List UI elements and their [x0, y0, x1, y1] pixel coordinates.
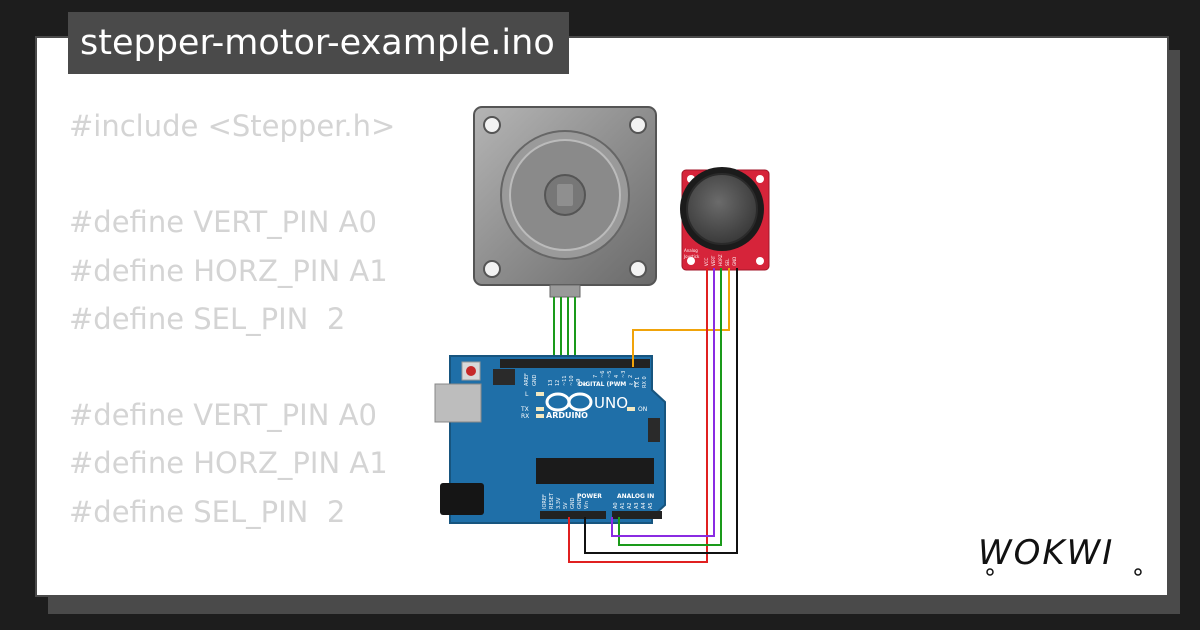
wokwi-logo: WOKWI	[978, 533, 1142, 576]
led-l-label: L	[525, 391, 529, 398]
pin-label: ~11	[562, 375, 568, 386]
code-line: #include <Stepper.h>	[69, 109, 396, 143]
sketch-title: stepper-motor-example.ino	[68, 12, 569, 74]
analog-header-label: ANALOG IN	[617, 493, 654, 500]
pin-label: VERT	[711, 255, 716, 266]
led-rx-label: RX	[521, 413, 529, 420]
pin-label: A5	[648, 502, 654, 509]
board-brand: ARDUINO	[546, 411, 588, 420]
pin-label: SEL	[725, 258, 730, 266]
pin-label: Vin	[584, 501, 590, 509]
pin-label: ~10	[569, 375, 575, 386]
code-line: #define VERT_PIN A0	[69, 205, 377, 240]
code-line: #define VERT_PIN A0	[69, 398, 377, 433]
vert-wire	[611, 268, 715, 537]
pin-label: 5V	[563, 502, 569, 509]
pin-label: A1	[620, 502, 626, 509]
pin-label: VCC	[704, 257, 709, 266]
code-editor: #include <Stepper.h> #define VERT_PIN A0…	[69, 102, 396, 595]
arduino-uno-board[interactable]: L TX RX ON UNO ARDUINO DIGITAL (PWM ~) P…	[434, 355, 666, 524]
pin-label: RESET	[549, 492, 555, 509]
pin-label: 4	[614, 375, 620, 378]
pin-label: 13	[548, 380, 554, 386]
board-model: UNO	[594, 394, 628, 412]
pin-label: 8	[583, 383, 589, 386]
joystick-label: Analog	[684, 248, 698, 253]
pin-label: ~6	[600, 371, 606, 378]
pin-label: RX 0	[642, 376, 648, 388]
led-tx-label: TX	[520, 406, 529, 413]
pin-label: IOREF	[542, 494, 548, 509]
pin-label: ~3	[621, 371, 627, 378]
pin-label: A3	[634, 502, 640, 509]
pin-label: ~5	[607, 371, 613, 378]
pin-label: A2	[627, 502, 633, 509]
power-led-label: ON	[638, 406, 647, 413]
pin-label: GND	[732, 257, 737, 266]
pin-label: HORZ	[718, 254, 723, 266]
wokwi-logo-text: WOKWI	[978, 533, 1114, 573]
aref-label: AREF	[524, 373, 530, 386]
digital-header-label: DIGITAL (PWM ~)	[578, 381, 636, 388]
gnd-wire	[584, 268, 738, 554]
pin-label: GND	[570, 497, 576, 509]
code-line: #define HORZ_PIN A1	[69, 446, 388, 481]
pin-label: A4	[641, 502, 647, 509]
horz-wire	[618, 268, 722, 546]
pin-label: GND	[577, 497, 583, 509]
vcc-wire	[568, 268, 708, 563]
code-line: #define SEL_PIN 2	[69, 301, 346, 336]
code-line: #define SEL_PIN 2	[69, 494, 346, 529]
power-header-label: POWER	[577, 493, 602, 500]
stepper-motor[interactable]	[473, 106, 657, 298]
gnd-label: GND	[532, 374, 538, 386]
arduino-logo-icon	[545, 392, 593, 412]
pin-label: 12	[555, 380, 561, 386]
analog-joystick[interactable]: Analog Joystick VCC VERT HORZ SEL GND	[680, 167, 770, 271]
code-line: boolean flag = 0;	[69, 584, 395, 595]
joystick-label: Joystick	[683, 254, 700, 259]
pin-label: 3.3V	[556, 497, 562, 509]
pin-label: ~9	[576, 379, 582, 386]
pin-label: 2	[628, 375, 634, 378]
pin-label: 7	[593, 375, 599, 378]
pin-label: TX 1	[635, 377, 641, 389]
code-line: #define HORZ_PIN A1	[69, 253, 388, 288]
pin-label: A0	[613, 502, 619, 509]
joystick-wires	[568, 268, 738, 563]
sel-wire	[632, 268, 730, 367]
